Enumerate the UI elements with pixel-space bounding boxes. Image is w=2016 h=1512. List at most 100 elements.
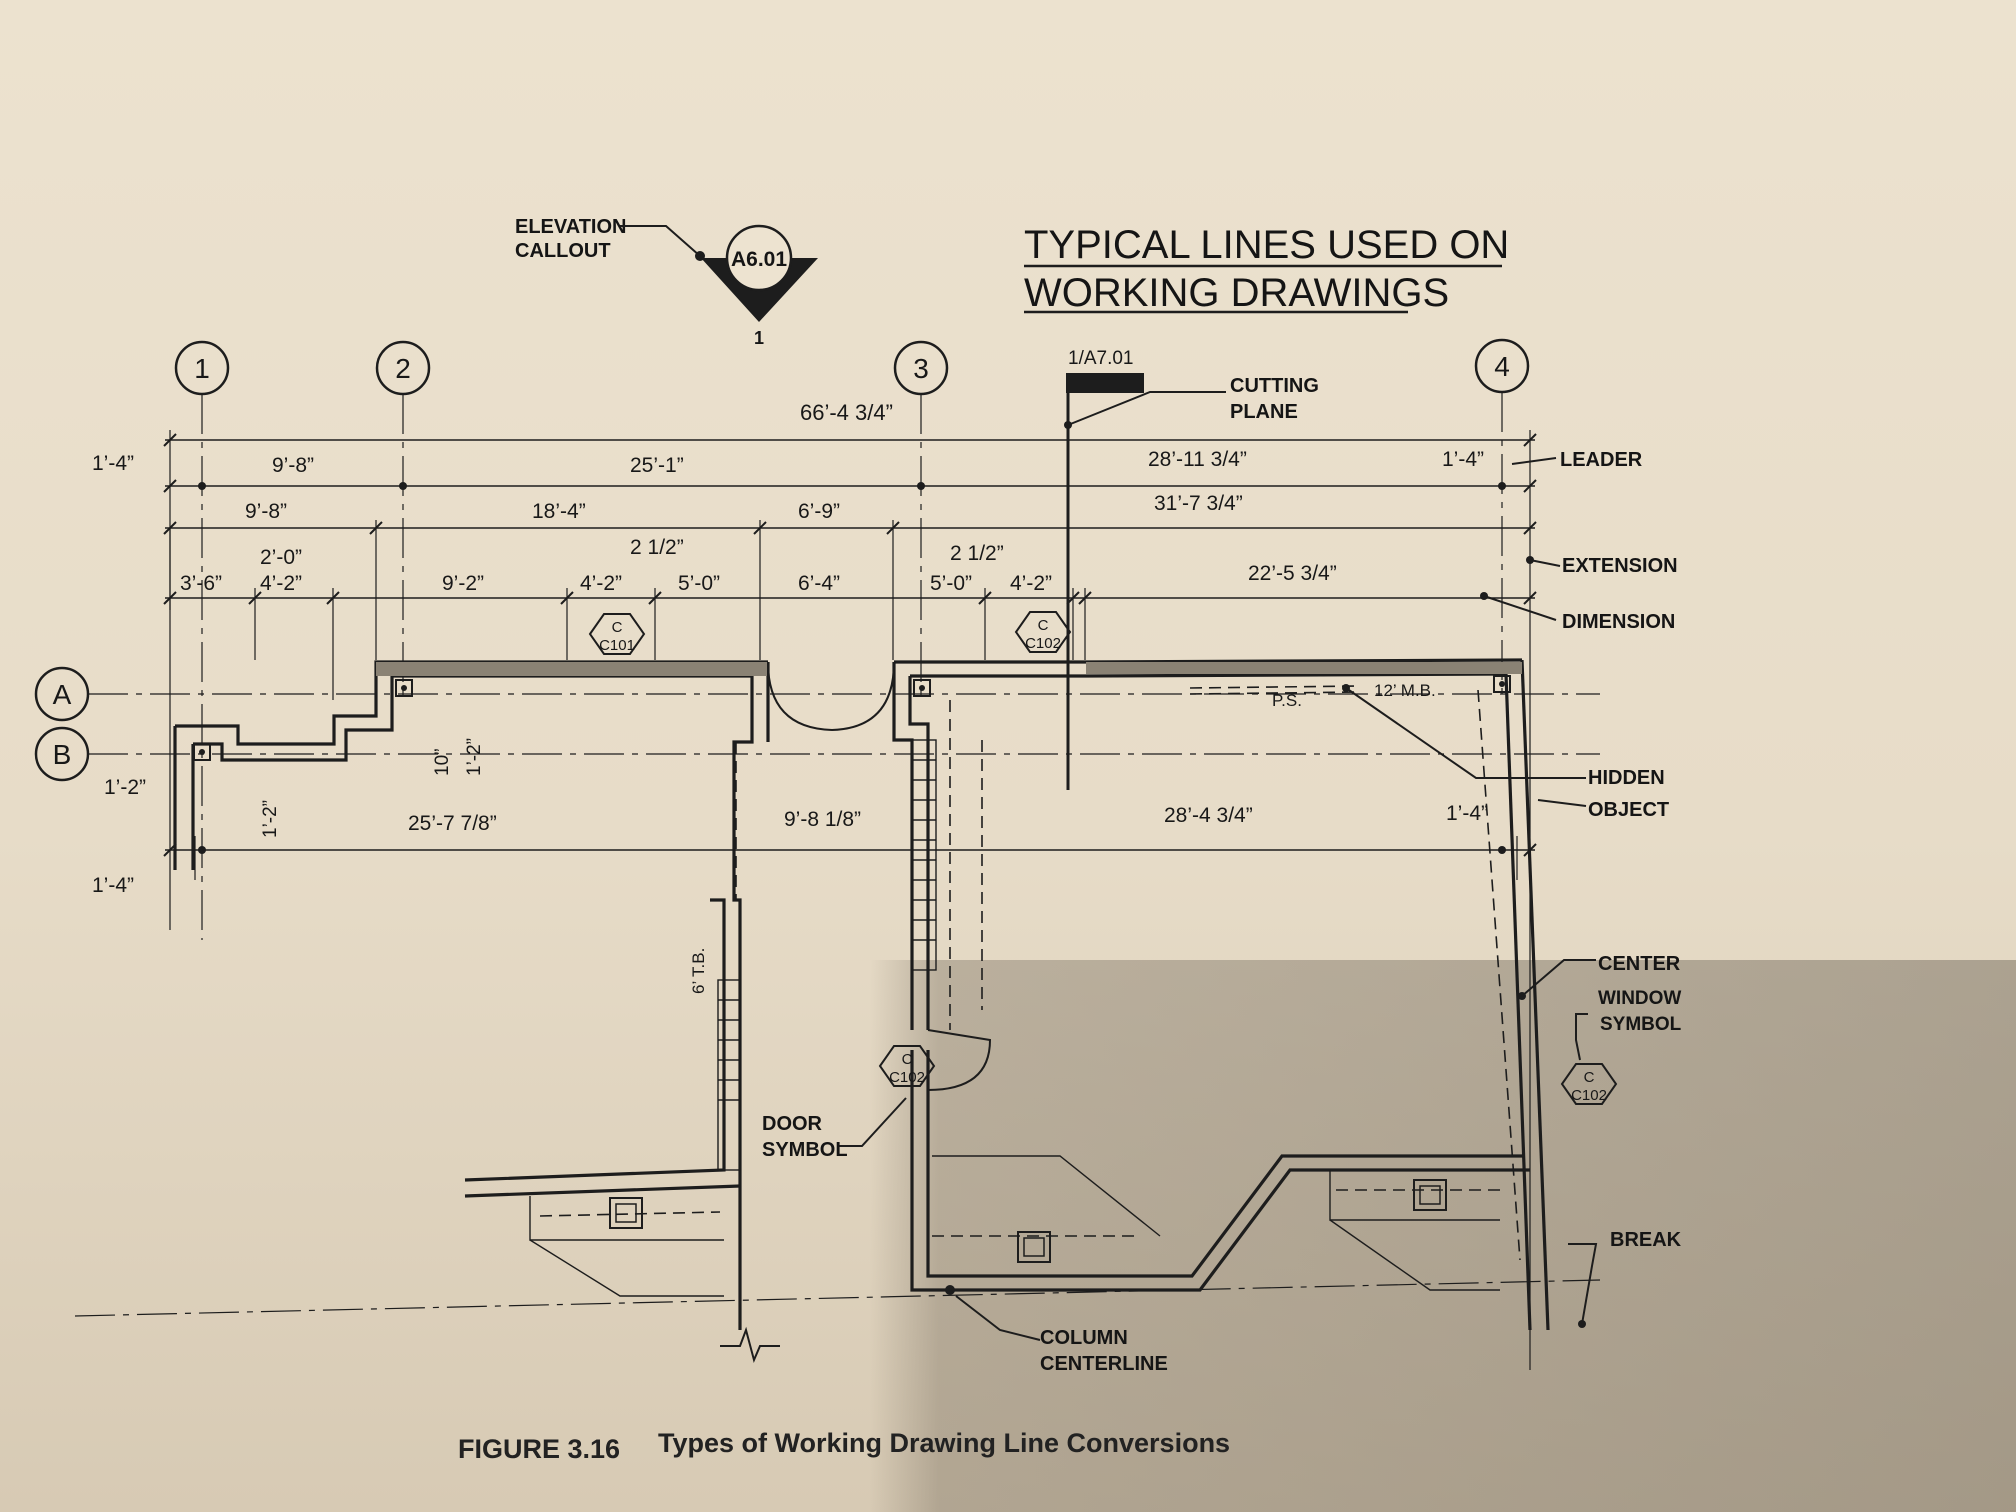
- grid-bubble-1: 1: [174, 340, 230, 396]
- cutting-label-2: PLANE: [1230, 401, 1298, 423]
- svg-text:4: 4: [1494, 351, 1510, 382]
- dim-1-2-left: 1’-2”: [104, 776, 146, 799]
- elevation-label-1: ELEVATION: [515, 216, 626, 238]
- dim-9-8-1: 9’-8 1/8”: [784, 808, 861, 831]
- label-leader: LEADER: [1560, 449, 1643, 471]
- label-door-2: SYMBOL: [762, 1139, 848, 1161]
- dim-22-5: 22’-5 3/4”: [1248, 562, 1337, 585]
- label-center: CENTER: [1598, 953, 1681, 975]
- dim-2-half-b: 2 1/2”: [950, 542, 1004, 565]
- figure-caption: Types of Working Drawing Line Conversion…: [658, 1428, 1230, 1458]
- title-line-1: TYPICAL LINES USED ON: [1024, 223, 1509, 267]
- sinks: [609, 1179, 1447, 1263]
- counters: [529, 1155, 1500, 1297]
- elevation-leader: [620, 225, 701, 257]
- grid-bubble-4: 4: [1474, 338, 1530, 394]
- cutting-plane: 1/A7.01: [1066, 348, 1144, 790]
- tag-c101: C C101: [588, 613, 646, 655]
- label-window-1: WINDOW: [1598, 988, 1681, 1009]
- label-hidden: HIDDEN: [1588, 767, 1665, 789]
- dim-1-4-tr: 1’-4”: [1442, 448, 1484, 471]
- dim-66-4: 66’-4 3/4”: [800, 400, 893, 425]
- label-door-1: DOOR: [762, 1113, 823, 1135]
- dim-4-2c: 4’-2”: [1010, 572, 1052, 595]
- dimension-texts: 66’-4 3/4” 1’-4” 9’-8” 25’-1” 28’-11 3/4…: [92, 400, 1488, 994]
- dimension-ticks: [163, 433, 1537, 857]
- wall-object-lines: [173, 658, 1550, 1331]
- dim-10: 10”: [432, 749, 453, 776]
- dim-6-9: 6’-9”: [798, 500, 840, 523]
- wall-hatch: [376, 662, 1522, 676]
- grid-bubble-a: A: [34, 666, 90, 722]
- elevation-label-2: CALLOUT: [515, 240, 611, 262]
- cutting-label-1: CUTTING: [1230, 375, 1319, 397]
- break-symbol: [720, 1326, 780, 1364]
- label-column-2: CENTERLINE: [1040, 1353, 1168, 1375]
- dim-2-half-a: 2 1/2”: [630, 536, 684, 559]
- dim-25-1: 25’-1”: [630, 454, 684, 477]
- svg-text:3: 3: [913, 353, 929, 384]
- dim-9-2: 9’-2”: [442, 572, 484, 595]
- svg-text:C102: C102: [889, 1069, 925, 1086]
- label-extension: EXTENSION: [1562, 555, 1678, 577]
- dim-6-tb: 6’ T.B.: [689, 948, 708, 994]
- page-shadow: [870, 960, 2016, 1512]
- svg-text:C: C: [612, 619, 623, 636]
- stairs: [717, 739, 937, 1171]
- grid-bubble-3: 3: [893, 340, 949, 396]
- dim-28-4: 28’-4 3/4”: [1164, 804, 1253, 827]
- tag-c102-door: C C102: [878, 1045, 936, 1087]
- dim-31-7: 31’-7 3/4”: [1154, 492, 1243, 515]
- tag-c102-top: C C102: [1014, 611, 1072, 653]
- hidden-lines: [539, 685, 1521, 1261]
- grid-bubble-2: 2: [375, 340, 431, 396]
- label-mb: 12’ M.B.: [1374, 681, 1436, 700]
- dim-1-2-v2: 1’-2”: [260, 800, 281, 838]
- elevation-sheet: A6.01: [731, 248, 787, 271]
- dim-4-2b: 4’-2”: [580, 572, 622, 595]
- dim-9-8a: 9’-8”: [272, 454, 314, 477]
- elevation-callout-symbol: A6.01 1: [701, 224, 818, 348]
- dim-2-0: 2’-0”: [260, 546, 302, 569]
- tag-c102-window: C C102: [1560, 1063, 1618, 1105]
- svg-text:C: C: [1584, 1069, 1595, 1086]
- dim-5-0a: 5’-0”: [678, 572, 720, 595]
- elevation-number: 1: [754, 328, 764, 348]
- svg-text:C: C: [1038, 617, 1049, 634]
- svg-text:B: B: [53, 739, 72, 770]
- double-door: [767, 661, 895, 731]
- svg-text:C101: C101: [599, 637, 635, 654]
- leader-dots: [1064, 421, 1586, 1328]
- dim-9-8b: 9’-8”: [245, 500, 287, 523]
- dim-1-2-v: 1’-2”: [464, 738, 485, 776]
- dim-4-2a: 4’-2”: [260, 572, 302, 595]
- dim-3-6: 3’-6”: [180, 572, 222, 595]
- label-window-2: SYMBOL: [1600, 1014, 1682, 1035]
- svg-text:2: 2: [395, 353, 411, 384]
- label-ps: P.S.: [1272, 691, 1302, 710]
- svg-text:1: 1: [194, 353, 210, 384]
- label-object: OBJECT: [1588, 799, 1669, 821]
- svg-text:C102: C102: [1025, 635, 1061, 652]
- leader-lines: [838, 391, 1598, 1341]
- dim-1-4-mr: 1’-4”: [1446, 802, 1488, 825]
- dim-28-11: 28’-11 3/4”: [1148, 448, 1247, 471]
- dimension-dots: [198, 482, 1506, 854]
- svg-text:A: A: [53, 679, 72, 710]
- columns: [193, 675, 1511, 1295]
- grid-bubble-b: B: [34, 726, 90, 782]
- dim-18-4: 18’-4”: [532, 500, 586, 523]
- dim-6-4: 6’-4”: [798, 572, 840, 595]
- dim-5-0b: 5’-0”: [930, 572, 972, 595]
- door-swing: [927, 1029, 992, 1091]
- dim-1-4-tl: 1’-4”: [92, 452, 134, 475]
- cutting-sheet: 1/A7.01: [1068, 348, 1134, 369]
- svg-text:C: C: [902, 1051, 913, 1068]
- svg-text:C102: C102: [1571, 1087, 1607, 1104]
- label-break: BREAK: [1610, 1229, 1682, 1251]
- label-column-1: COLUMN: [1040, 1327, 1128, 1349]
- title-line-2: WORKING DRAWINGS: [1024, 271, 1449, 315]
- label-dimension: DIMENSION: [1562, 611, 1675, 633]
